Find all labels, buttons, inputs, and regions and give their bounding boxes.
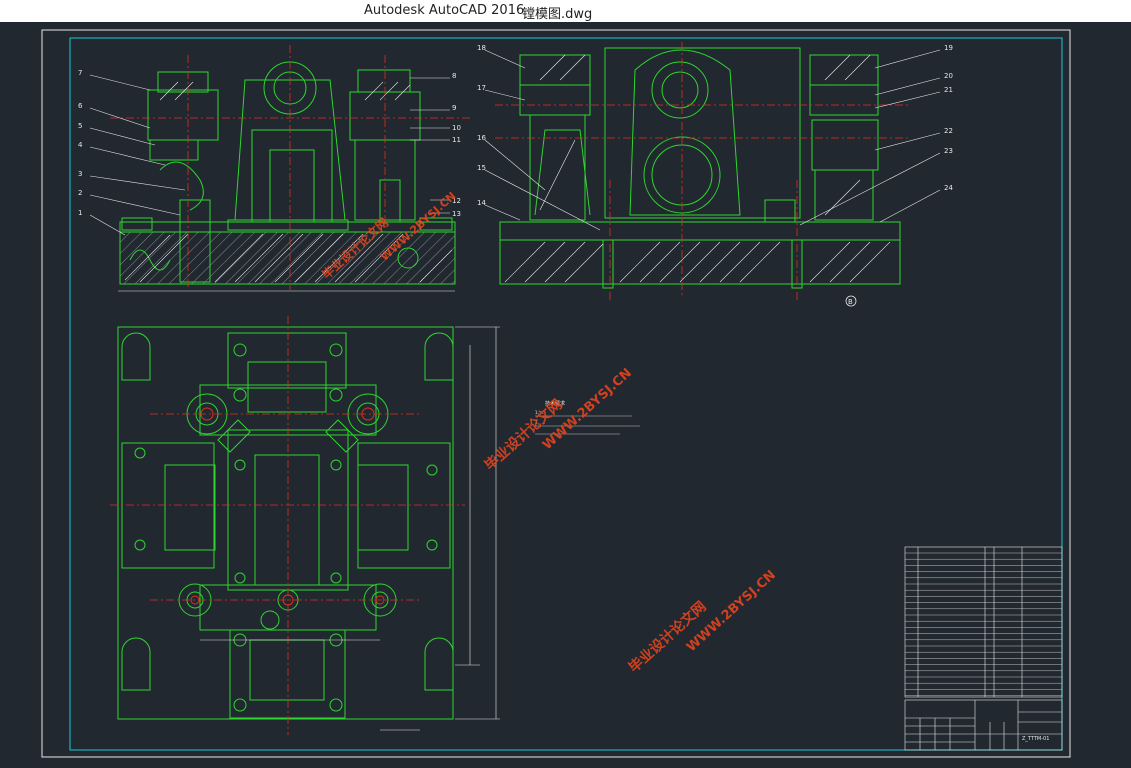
- app-title: Autodesk AutoCAD 2016: [364, 3, 525, 18]
- label-17: 17: [477, 84, 486, 92]
- front-view-hatch: [124, 81, 453, 283]
- label-18: 18: [477, 44, 486, 52]
- side-centerlines: [495, 42, 910, 300]
- bom-table: [904, 546, 1063, 698]
- label-21: 21: [944, 86, 953, 94]
- label-6: 6: [78, 102, 83, 110]
- top-centerlines: [110, 316, 465, 735]
- label-1: 1: [78, 209, 82, 217]
- label-8: 8: [452, 72, 456, 80]
- label-24: 24: [944, 184, 953, 192]
- tech-line-2: 2、...: [535, 420, 545, 425]
- front-labels: 7 6 5 4 3 2 1 8 9 10 11 12 13: [78, 69, 461, 218]
- bom-rows: [905, 552, 1062, 696]
- front-centerlines: [110, 45, 470, 290]
- label-11: 11: [452, 136, 461, 144]
- section-mark-label: B: [848, 298, 853, 306]
- top-view: [117, 326, 454, 720]
- drawing-svg: 7 6 5 4 3 2 1 8 9 10 11 12 13: [41, 29, 1071, 758]
- label-22: 22: [944, 127, 953, 135]
- title-block: [904, 699, 1063, 751]
- label-13: 13: [452, 210, 461, 218]
- label-16: 16: [477, 134, 486, 142]
- file-name: 镗模图.dwg: [522, 7, 593, 22]
- tech-line-1: 1、...: [535, 410, 545, 415]
- label-14: 14: [477, 199, 486, 207]
- side-view-hatch: [504, 54, 891, 283]
- label-3: 3: [78, 170, 82, 178]
- tech-requirements: 技术要求 1、... 2、...: [535, 400, 640, 435]
- outer-frame: [41, 29, 1071, 758]
- inner-frame: [69, 37, 1063, 751]
- label-19: 19: [944, 44, 953, 52]
- drawing-number: Z_TTTM-01: [1022, 736, 1049, 742]
- label-15: 15: [477, 164, 486, 172]
- side-leaders: [484, 49, 941, 231]
- top-dims: [200, 326, 500, 731]
- drawing-canvas[interactable]: 7 6 5 4 3 2 1 8 9 10 11 12 13: [0, 22, 1131, 768]
- title-bar: Autodesk AutoCAD 2016 镗模图.dwg: [0, 0, 1131, 22]
- tech-title: 技术要求: [545, 400, 565, 407]
- label-20: 20: [944, 72, 953, 80]
- label-2: 2: [78, 189, 82, 197]
- front-view: [119, 61, 456, 285]
- side-labels: 18 17 16 15 14 19 20 21 22 23 24 B: [477, 44, 953, 307]
- label-5: 5: [78, 122, 82, 130]
- label-12: 12: [452, 197, 461, 205]
- section-marker: [845, 295, 857, 307]
- label-10: 10: [452, 124, 461, 132]
- label-9: 9: [452, 104, 456, 112]
- label-4: 4: [78, 141, 83, 149]
- label-7: 7: [78, 69, 82, 77]
- label-23: 23: [944, 147, 953, 155]
- front-leaders: [89, 74, 455, 292]
